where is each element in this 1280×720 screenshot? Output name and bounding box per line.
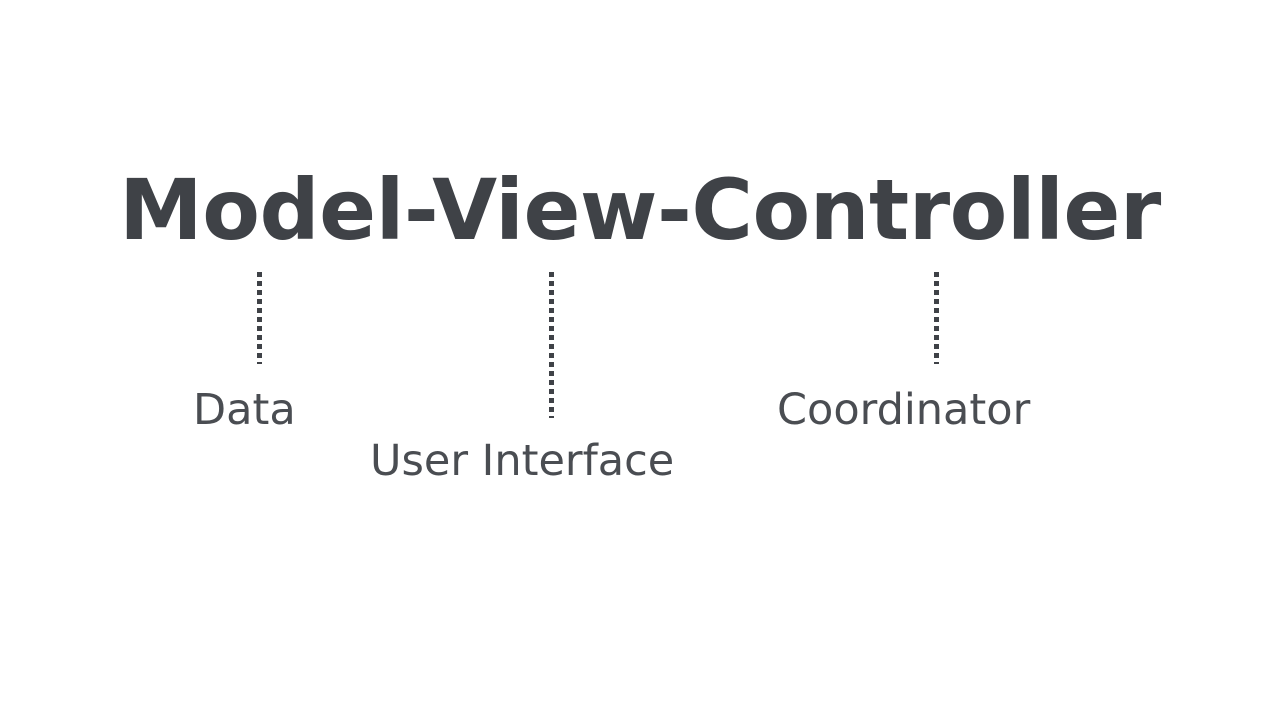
connector-controller-dotted-line	[934, 272, 939, 364]
label-model-data: Data	[193, 385, 296, 435]
connector-model-dotted-line	[257, 272, 262, 364]
label-view-user-interface: User Interface	[370, 436, 675, 486]
label-controller-coordinator: Coordinator	[777, 385, 1031, 435]
page-title: Model-View-Controller	[119, 161, 1161, 259]
connector-view-dotted-line	[549, 272, 554, 418]
